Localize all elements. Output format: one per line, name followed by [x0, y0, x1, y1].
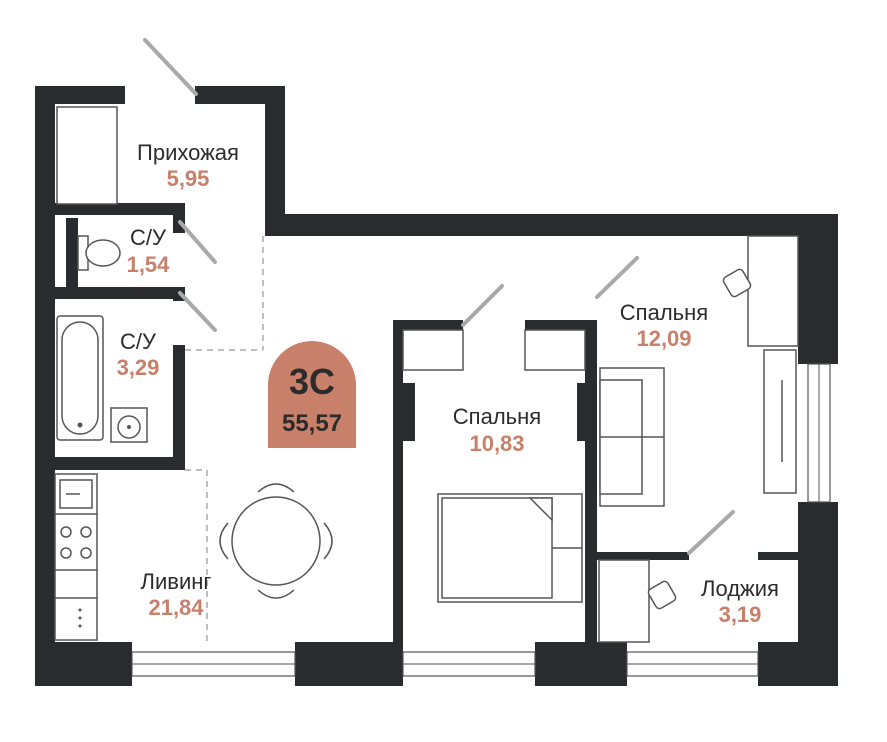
room-area-wc2: 3,29 — [117, 355, 160, 380]
wardrobe-icon — [524, 329, 586, 371]
walls — [35, 86, 838, 686]
desk-icon — [598, 559, 650, 643]
door-wc2-icon — [178, 291, 217, 332]
room-area-bedroom2: 12,09 — [636, 326, 691, 351]
apartment-type: 3С — [289, 361, 335, 402]
furniture — [54, 106, 799, 643]
room-name-bedroom1: Спальня — [453, 404, 541, 429]
door-loggia-icon — [687, 510, 735, 555]
room-area-hall: 5,95 — [167, 166, 210, 191]
room-name-bedroom2: Спальня — [620, 300, 708, 325]
wardrobe-icon — [402, 329, 464, 371]
room-name-living: Ливинг — [141, 569, 212, 594]
room-area-bedroom1: 10,83 — [469, 431, 524, 456]
room-name-loggia: Лоджия — [701, 576, 779, 601]
room-name-hall: Прихожая — [137, 140, 239, 165]
zone-lines — [185, 236, 264, 642]
entrance-door-icon — [143, 38, 198, 96]
chair-icon — [722, 268, 752, 298]
room-labels: Прихожая 5,95 С/У 1,54 С/У 3,29 Ливинг 2… — [117, 140, 779, 627]
toilet-icon — [77, 235, 121, 271]
doors — [143, 38, 735, 555]
badge-shape — [268, 341, 356, 448]
door-wc1-icon — [178, 220, 217, 264]
room-area-loggia: 3,19 — [719, 602, 762, 627]
sofa-icon — [599, 367, 665, 507]
windows — [131, 363, 831, 677]
wardrobe-icon — [56, 106, 118, 205]
bed-icon — [437, 493, 583, 603]
room-area-living: 21,84 — [148, 595, 204, 620]
apartment-total-area: 55,57 — [282, 410, 342, 437]
room-name-wc2: С/У — [120, 329, 157, 354]
dining-table-icon — [219, 483, 333, 599]
door-bedroom1-icon — [461, 284, 504, 327]
desk-icon — [747, 235, 799, 347]
kitchen-icon — [54, 473, 98, 641]
room-name-wc1: С/У — [130, 225, 167, 250]
chair-icon — [647, 580, 677, 610]
door-bedroom2-icon — [595, 256, 639, 299]
apartment-badge: 3С 55,57 — [268, 341, 356, 448]
tv-stand-icon — [763, 349, 797, 494]
sink-icon — [110, 407, 148, 443]
bathtub-icon — [56, 315, 104, 441]
room-area-wc1: 1,54 — [127, 252, 171, 277]
